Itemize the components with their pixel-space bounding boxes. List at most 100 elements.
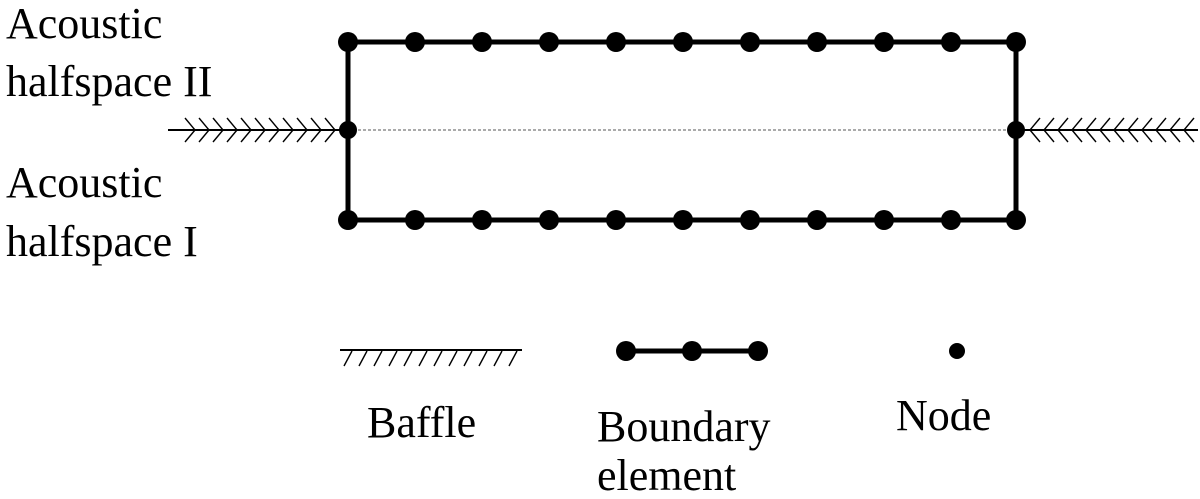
baffle-hatch xyxy=(212,129,224,143)
bottom-boundary-node xyxy=(338,210,358,230)
node-icon xyxy=(949,343,965,359)
right-baffle xyxy=(1016,117,1198,143)
top-boundary-node xyxy=(472,32,492,52)
legend-baffle-hatches xyxy=(343,350,518,367)
legend-element-node xyxy=(616,341,636,361)
baffle-hatch xyxy=(1169,117,1181,131)
baffle-hatch xyxy=(296,129,308,143)
legend-boundary-element-label-line2: element xyxy=(597,451,736,499)
legend-baffle-hatch xyxy=(358,350,368,367)
baffle-hatch xyxy=(254,117,266,131)
baffle-hatch xyxy=(1127,117,1139,131)
baffle-hatch xyxy=(1169,129,1181,143)
baffle-hatch xyxy=(310,129,322,143)
bottom-boundary-node xyxy=(941,210,961,230)
top-boundary-node xyxy=(1006,32,1026,52)
legend-baffle-hatch xyxy=(433,350,443,367)
baffle-hatch xyxy=(324,117,336,131)
baffle-hatch xyxy=(1183,129,1195,143)
bottom-boundary-node xyxy=(405,210,425,230)
baffle-hatch xyxy=(198,129,210,143)
baffle-hatch xyxy=(324,129,336,143)
legend-baffle-hatch xyxy=(508,350,518,367)
baffle-hatch xyxy=(240,117,252,131)
baffle-hatch xyxy=(1057,129,1069,143)
top-boundary-node xyxy=(405,32,425,52)
legend-baffle-hatch xyxy=(373,350,383,367)
top-boundary-node xyxy=(941,32,961,52)
bottom-boundary-node xyxy=(606,210,626,230)
right-interface-node xyxy=(1007,121,1025,139)
baffle-hatch xyxy=(282,117,294,131)
upper-region-label-line2: halfspace II xyxy=(6,57,212,106)
baffle-hatch xyxy=(1043,117,1055,131)
legend-baffle-label: Baffle xyxy=(367,398,476,447)
baffle-hatch xyxy=(198,117,210,131)
bottom-boundary-node xyxy=(1006,210,1026,230)
baffle-hatch xyxy=(1071,129,1083,143)
top-boundary-node xyxy=(807,32,827,52)
top-boundary-node xyxy=(874,32,894,52)
baffle-hatch xyxy=(1155,117,1167,131)
bottom-boundary-node xyxy=(740,210,760,230)
legend-baffle-hatch xyxy=(388,350,398,367)
baffle-hatch xyxy=(282,129,294,143)
baffle-hatch xyxy=(1127,129,1139,143)
bottom-boundary-node xyxy=(874,210,894,230)
baffle-hatch-icon xyxy=(340,349,522,367)
baffle-hatch xyxy=(184,117,196,131)
legend: Baffle Boundary element Node xyxy=(340,341,991,499)
boundary-element-icon xyxy=(616,341,768,361)
baffle-hatch xyxy=(1099,117,1111,131)
top-boundary-node xyxy=(606,32,626,52)
left-interface-node xyxy=(339,121,357,139)
baffle-hatch xyxy=(184,129,196,143)
legend-node-label: Node xyxy=(896,391,991,440)
baffle-hatch xyxy=(1099,129,1111,143)
baffle-hatch xyxy=(1141,129,1153,143)
baffle-hatch xyxy=(268,117,280,131)
baffle-hatch xyxy=(268,129,280,143)
legend-baffle-hatch xyxy=(463,350,473,367)
baffle-hatch xyxy=(212,117,224,131)
baffle-hatch xyxy=(1155,129,1167,143)
baffle-hatch xyxy=(310,117,322,131)
baffle-hatch xyxy=(1183,117,1195,131)
legend-baffle-hatch xyxy=(343,350,353,367)
boundary-nodes xyxy=(338,32,1026,230)
lower-region-label-line2: halfspace I xyxy=(6,217,198,266)
bottom-boundary-node xyxy=(807,210,827,230)
left-baffle xyxy=(168,117,348,143)
lower-region-label-line1: Acoustic xyxy=(6,158,162,207)
top-boundary-node xyxy=(338,32,358,52)
legend-boundary-element-label-line1: Boundary xyxy=(597,402,771,451)
baffle-hatch xyxy=(1085,129,1097,143)
baffle-hatch xyxy=(254,129,266,143)
baffle-hatch xyxy=(1071,117,1083,131)
left-baffle-hatches xyxy=(184,117,336,143)
top-boundary-node xyxy=(539,32,559,52)
right-baffle-hatches xyxy=(1029,117,1195,143)
boundary-element-outline xyxy=(345,39,1019,223)
baffle-hatch xyxy=(1029,117,1041,131)
legend-baffle-hatch xyxy=(418,350,428,367)
top-boundary-node xyxy=(673,32,693,52)
baffle-hatch xyxy=(1043,129,1055,143)
baffle-hatch xyxy=(1029,129,1041,143)
legend-element-node xyxy=(682,341,702,361)
bottom-boundary-node xyxy=(673,210,693,230)
baffle-hatch xyxy=(240,129,252,143)
baffle-hatch xyxy=(1085,117,1097,131)
legend-baffle-hatch xyxy=(478,350,488,367)
bottom-boundary-node xyxy=(539,210,559,230)
legend-element-node xyxy=(748,341,768,361)
baffle-hatch xyxy=(296,117,308,131)
baffle-hatch xyxy=(1113,129,1125,143)
baffle-hatch xyxy=(1141,117,1153,131)
top-boundary-node xyxy=(740,32,760,52)
upper-region-label-line1: Acoustic xyxy=(6,0,162,48)
baffle-hatch xyxy=(226,129,238,143)
baffle-hatch xyxy=(1057,117,1069,131)
legend-baffle-hatch xyxy=(493,350,503,367)
